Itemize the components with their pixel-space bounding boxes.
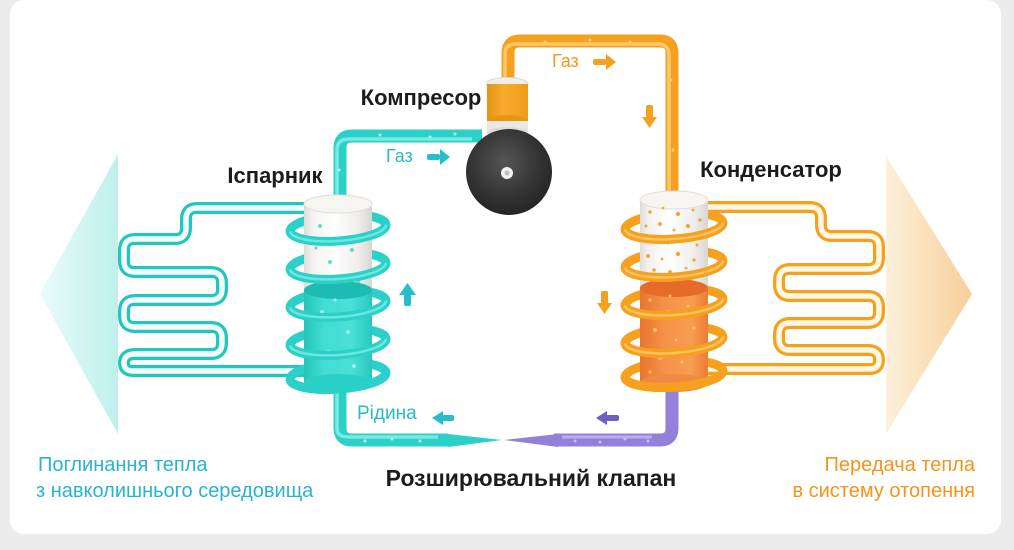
gas-label-orange: Газ: [552, 51, 579, 71]
big-arrow-left: [40, 154, 118, 434]
gas-label-cyan: Газ: [386, 146, 413, 166]
big-arrow-right: [886, 156, 972, 434]
gas-top-right-arrow-icon: [593, 54, 616, 70]
liquid-label: Рідина: [357, 403, 417, 424]
liquid-left-arrow-icon: [432, 411, 454, 425]
caption-heat-release-line2: в систему отопення: [792, 480, 975, 502]
caption-heat-absorb-line2: з навколишнього середовища: [36, 480, 314, 502]
evaporate-up-arrow-icon: [399, 283, 416, 306]
gas-right-arrow-icon: [427, 149, 450, 165]
condenser-coil-front: [620, 221, 728, 392]
caption-heat-absorb-line1: Поглинання тепла: [38, 454, 208, 476]
compressor-label: Компресор: [360, 85, 482, 110]
expansion-valve-label: Розширювальний клапан: [385, 465, 677, 491]
gas-pipe-cyan: [333, 129, 482, 204]
liquid-pipe-purple: [504, 378, 679, 447]
evaporator-coil-front: [285, 223, 391, 394]
evaporator-vessel: [285, 194, 391, 394]
evaporator-label: Іспарник: [227, 163, 323, 188]
condenser-label: Конденсатор: [700, 157, 842, 182]
condenser-vessel: [620, 190, 728, 392]
evaporator-serpentine-coil: [117, 202, 322, 377]
liquid-pipe-cyan: [333, 378, 502, 447]
compressor-unit: [466, 77, 552, 215]
condense-down-arrow-icon: [597, 291, 612, 314]
pipe-bubbles: [337, 38, 675, 444]
gas-down-arrow-icon: [642, 105, 657, 128]
purple-left-arrow-icon: [596, 411, 619, 425]
caption-heat-release-line1: Передача тепла: [824, 454, 975, 476]
condenser-serpentine-coil: [692, 201, 886, 375]
